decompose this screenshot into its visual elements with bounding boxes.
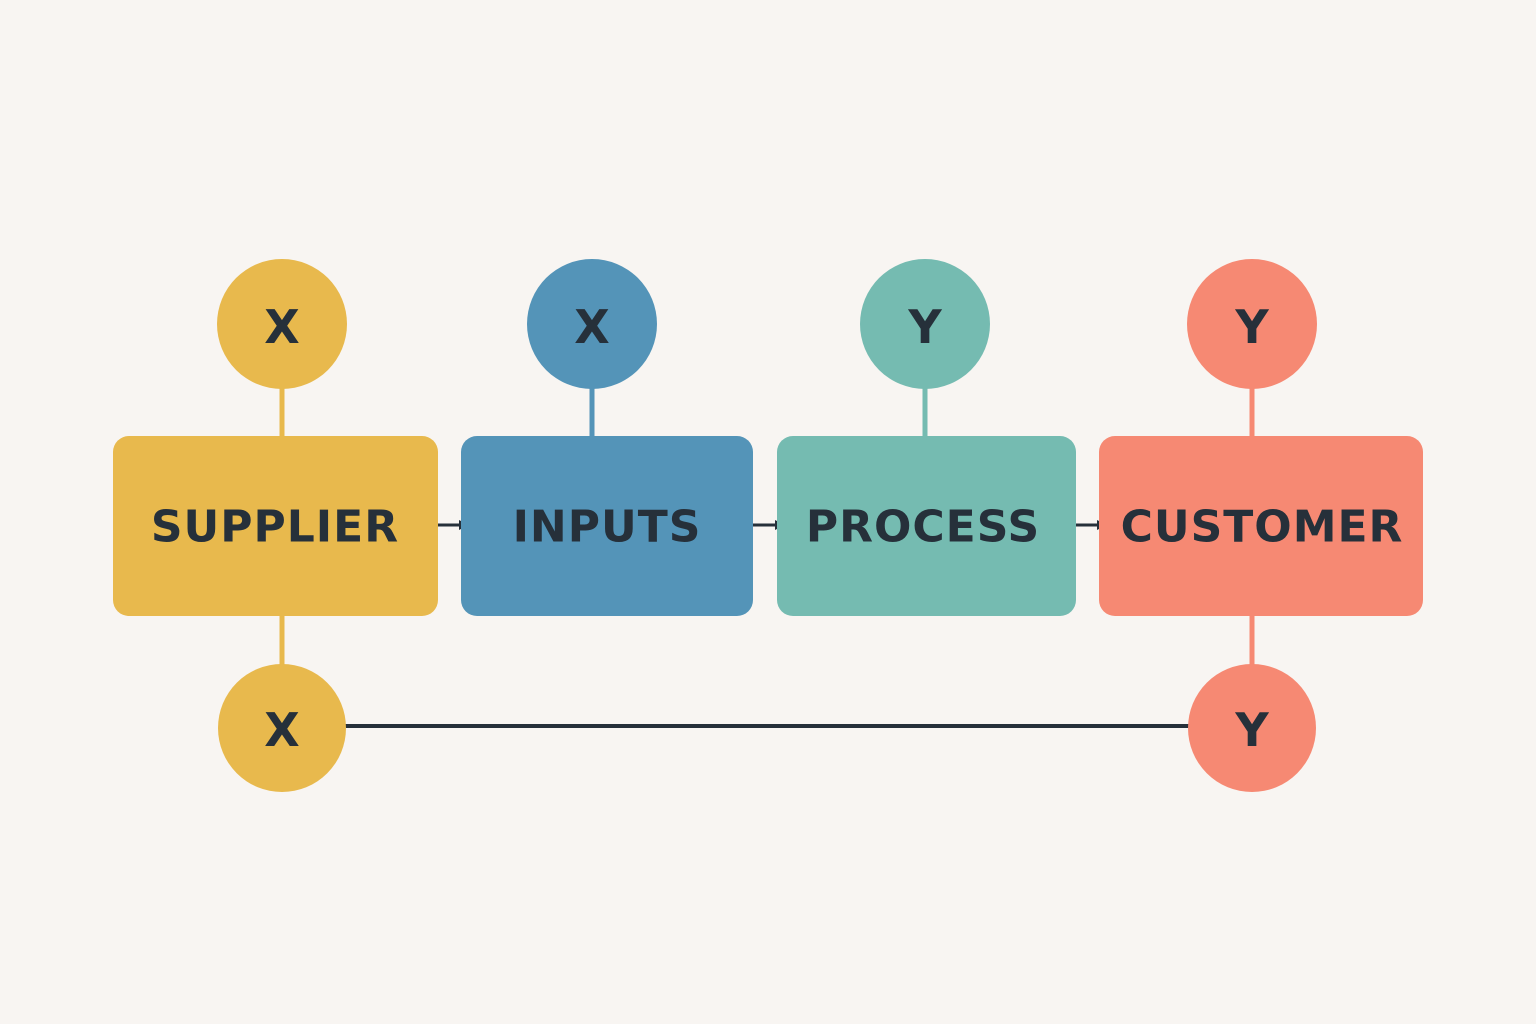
inputs-label: INPUTS xyxy=(513,502,702,553)
bottom-right-marker: Y xyxy=(1188,664,1316,792)
supplier-box xyxy=(113,436,438,616)
stage-inputs: INPUTS xyxy=(461,436,753,616)
inputs-top-circle xyxy=(527,259,657,389)
process-top-marker-label: Y xyxy=(907,300,942,354)
supplier-label: SUPPLIER xyxy=(151,502,399,553)
supplier-top-marker-label: X xyxy=(264,300,299,354)
bottom-right-marker-label: Y xyxy=(1234,703,1269,757)
customer-top-circle xyxy=(1187,259,1317,389)
bottom-left-marker-label: X xyxy=(264,703,299,757)
bottom-left-marker: X xyxy=(218,664,346,792)
customer-label: CUSTOMER xyxy=(1121,502,1404,553)
stage-process: PROCESS xyxy=(777,436,1076,616)
bottom-right-circle xyxy=(1188,664,1316,792)
inputs-top-marker: X xyxy=(527,259,657,389)
process-top-marker: Y xyxy=(860,259,990,389)
process-box xyxy=(777,436,1076,616)
stage-customer: CUSTOMER xyxy=(1099,436,1423,616)
inputs-box xyxy=(461,436,753,616)
bottom-left-circle xyxy=(218,664,346,792)
process-top-circle xyxy=(860,259,990,389)
supplier-top-marker: X xyxy=(217,259,347,389)
customer-box xyxy=(1099,436,1423,616)
stage-supplier: SUPPLIER xyxy=(113,436,438,616)
customer-top-marker-label: Y xyxy=(1234,300,1269,354)
customer-top-marker: Y xyxy=(1187,259,1317,389)
supplier-top-circle xyxy=(217,259,347,389)
process-label: PROCESS xyxy=(806,502,1040,553)
inputs-top-marker-label: X xyxy=(574,300,609,354)
